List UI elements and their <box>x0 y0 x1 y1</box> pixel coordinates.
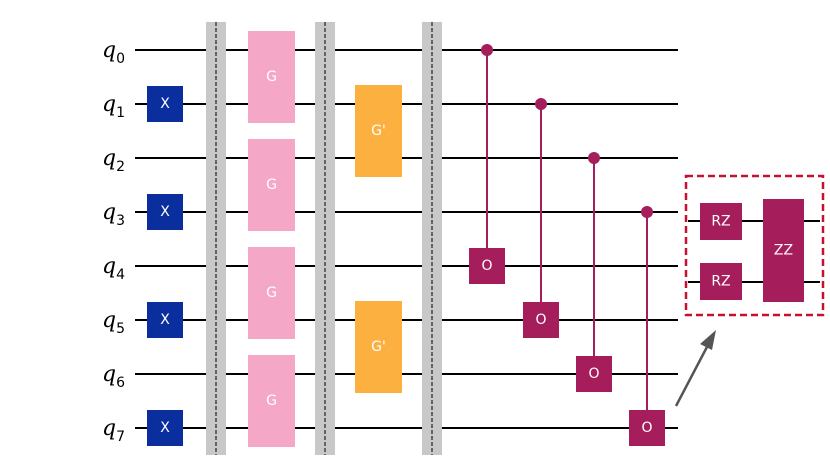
x-gate-label: X <box>160 96 170 112</box>
zoom-arrowhead <box>700 330 716 350</box>
o-gate-label: O <box>641 420 652 436</box>
qubit-label: q3 <box>102 200 125 229</box>
qubit-label: q4 <box>102 254 125 283</box>
g-gate <box>248 355 295 447</box>
control-dot <box>535 98 547 110</box>
x-gate-label: X <box>160 312 170 328</box>
x-gate <box>147 302 183 338</box>
rz-gate-label: RZ <box>711 274 730 290</box>
o-gate-label: O <box>588 366 599 382</box>
rz-gate <box>700 263 742 300</box>
g-gate-label: G <box>266 393 277 409</box>
gprime-gate <box>355 85 402 177</box>
zoom-box <box>684 174 825 317</box>
qubit-label: q6 <box>102 362 125 391</box>
g-gate <box>248 31 295 123</box>
g-gate <box>248 247 295 339</box>
o-gate <box>523 302 559 338</box>
g-gate <box>248 139 295 231</box>
qubit-label: q2 <box>102 146 125 175</box>
rz-gate <box>700 203 742 240</box>
o-gate <box>469 248 505 284</box>
gates: X X X X G G G G G' G' O O O O <box>147 31 665 447</box>
x-gate <box>147 194 183 230</box>
g-gate-label: G <box>266 177 277 193</box>
x-gate <box>147 86 183 122</box>
o-gate <box>629 410 665 446</box>
zz-gate-label: ZZ <box>774 243 793 259</box>
control-dot <box>641 206 653 218</box>
qubit-label: q0 <box>102 38 125 67</box>
qubit-label: q5 <box>102 308 125 337</box>
control-dot <box>588 152 600 164</box>
gprime-gate-label: G' <box>371 339 386 355</box>
o-gate <box>576 356 612 392</box>
o-gate-label: O <box>481 258 492 274</box>
g-gate-label: G <box>266 285 277 301</box>
x-gate <box>147 410 183 446</box>
gprime-gate-label: G' <box>371 123 386 139</box>
x-gate-label: X <box>160 420 170 436</box>
qubit-label: q7 <box>102 416 125 445</box>
qubit-label: q1 <box>102 92 125 121</box>
x-gate-label: X <box>160 204 170 220</box>
g-gate-label: G <box>266 69 277 85</box>
zoom-inset: RZ RZ ZZ <box>674 174 825 407</box>
barriers <box>206 22 442 455</box>
qubit-labels: q0 q1 q2 q3 q4 q5 q6 q7 <box>102 38 125 445</box>
zz-gate <box>763 199 804 302</box>
control-dot <box>481 44 493 56</box>
gprime-gate <box>355 301 402 393</box>
o-gate-label: O <box>535 312 546 328</box>
rz-gate-label: RZ <box>711 214 730 230</box>
zoom-arrow <box>674 344 710 407</box>
